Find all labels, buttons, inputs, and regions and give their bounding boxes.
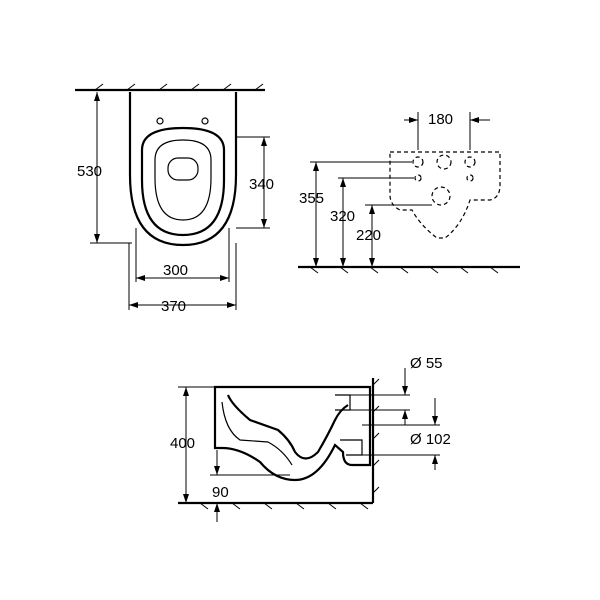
dim-220: 220 bbox=[356, 227, 381, 244]
dim-530: 530 bbox=[77, 163, 102, 180]
bowl-side-outer bbox=[213, 385, 372, 482]
fixing-hole-right bbox=[466, 174, 474, 182]
side-view-floor-hatch bbox=[199, 502, 369, 510]
rear-view-floor-hatch bbox=[309, 266, 499, 274]
dim-355: 355 bbox=[299, 190, 324, 207]
dim-300: 300 bbox=[163, 262, 188, 279]
dim-370: 370 bbox=[161, 298, 186, 315]
dim-320: 320 bbox=[330, 208, 355, 225]
fixing-hole-left bbox=[414, 174, 422, 182]
top-view: 530 340 300 370 bbox=[75, 83, 274, 315]
dim-340: 340 bbox=[249, 176, 274, 193]
top-view-wall-hatch bbox=[94, 83, 264, 91]
bowl-opening bbox=[154, 139, 212, 221]
bowl-outline bbox=[128, 92, 238, 247]
inlet-hole bbox=[436, 154, 452, 170]
dim-diameter-102: Ø 102 bbox=[410, 431, 451, 448]
bowl-rim-line bbox=[221, 401, 293, 466]
flush-inlet bbox=[335, 394, 351, 411]
bolt-hole-right bbox=[464, 156, 476, 168]
bolt-hole-left bbox=[412, 156, 424, 168]
mounting-plate-outline bbox=[389, 151, 501, 239]
rim-outlet bbox=[167, 157, 199, 181]
hinge-hole-left bbox=[156, 117, 164, 125]
trap-outlet bbox=[340, 439, 363, 456]
dim-90: 90 bbox=[212, 484, 229, 501]
hinge-hole-right bbox=[201, 117, 209, 125]
side-view-wall-hatch bbox=[372, 378, 380, 494]
dim-diameter-55: Ø 55 bbox=[410, 355, 443, 372]
dim-400: 400 bbox=[170, 435, 195, 452]
side-view: 400 90 Ø 55 Ø 102 bbox=[170, 355, 451, 522]
seat-outline bbox=[140, 126, 226, 237]
rear-view: 180 355 320 220 bbox=[298, 111, 520, 274]
bowl-side-inner bbox=[226, 394, 349, 460]
dim-180: 180 bbox=[428, 111, 453, 128]
outlet-hole bbox=[431, 186, 451, 206]
